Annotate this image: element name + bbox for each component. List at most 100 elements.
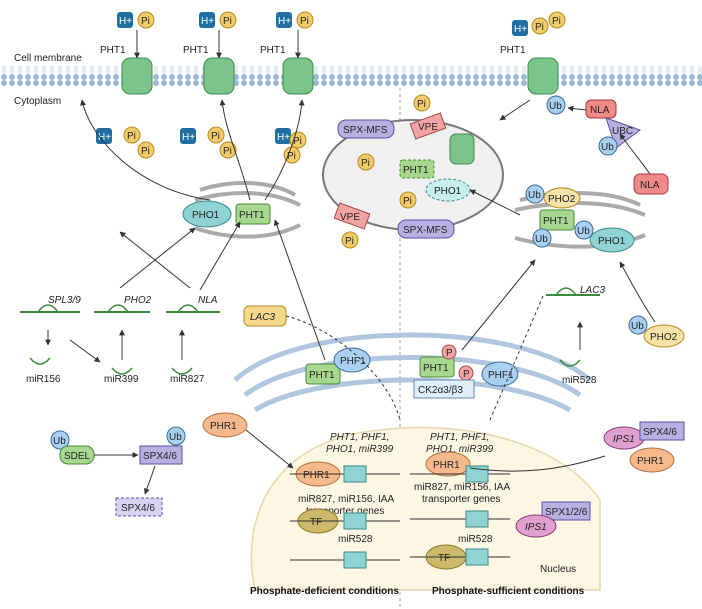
svg-text:CK2α3/β3: CK2α3/β3 <box>418 385 463 396</box>
svg-text:Pi: Pi <box>345 236 354 247</box>
pht1-vacuole: PHT1 <box>399 159 435 179</box>
mir528-left-label: miR528 <box>338 534 373 545</box>
pathway-arrows <box>45 30 656 495</box>
svg-text:IPS1: IPS1 <box>613 434 635 445</box>
ub-golgi-right-2: Ub <box>532 228 552 248</box>
svg-text:PHR1: PHR1 <box>210 421 237 432</box>
svg-text:H+: H+ <box>119 16 132 27</box>
proton-outside-3: H+ <box>276 12 292 28</box>
svg-text:UBC: UBC <box>612 126 633 137</box>
gene-box-right-3 <box>410 548 510 566</box>
svg-text:NLA: NLA <box>590 105 610 116</box>
svg-text:NLA: NLA <box>198 295 218 306</box>
svg-text:miR399: miR399 <box>104 374 139 385</box>
svg-text:P: P <box>463 369 470 380</box>
svg-text:PHT1: PHT1 <box>309 370 335 381</box>
svg-text:PHR1: PHR1 <box>637 456 664 467</box>
svg-text:PHF1: PHF1 <box>340 356 366 367</box>
phosphate-vac-bottom: Pi <box>341 231 359 249</box>
endoplasmic-reticulum <box>233 332 592 413</box>
svg-text:Pi: Pi <box>403 196 412 207</box>
ub-pht1-right: Ub <box>546 95 566 115</box>
proton-outside-4: H+ <box>512 20 528 36</box>
phosphate-inside-3: Pi <box>207 126 225 144</box>
svg-text:H+: H+ <box>278 16 291 27</box>
nla-transcript: NLA <box>166 295 220 313</box>
ub-pho2-right: Ub <box>628 315 648 335</box>
svg-text:H+: H+ <box>277 132 290 143</box>
svg-text:SPX-MFS: SPX-MFS <box>403 225 448 236</box>
phosphate-vac-top: Pi <box>413 94 431 112</box>
lac3-box: LAC3 <box>243 305 287 327</box>
svg-text:PHO1: PHO1 <box>434 186 462 197</box>
phf1-er-right: PHF1 <box>481 361 519 387</box>
svg-text:SDEL: SDEL <box>64 451 91 462</box>
svg-text:PHT1: PHT1 <box>423 363 449 374</box>
spx46-degraded: SPX4/6 <box>115 497 163 517</box>
pht1-label-2: PHT1 <box>183 45 209 56</box>
pht1-channel-1 <box>121 57 153 95</box>
genes2-left-line1: miR827, miR156, IAA <box>298 494 394 505</box>
svg-text:PHR1: PHR1 <box>433 460 460 471</box>
pht1-label-4: PHT1 <box>500 45 526 56</box>
phosphate-vac-low: Pi <box>399 191 417 209</box>
svg-text:SPL3/9: SPL3/9 <box>48 295 81 306</box>
svg-text:Pi: Pi <box>223 16 232 27</box>
svg-text:Ub: Ub <box>549 101 562 112</box>
pht1-channel-vacuole <box>449 133 475 165</box>
phosphate-inside-4: Pi <box>219 141 237 159</box>
pht1-channel-2 <box>203 57 235 95</box>
svg-text:miR827: miR827 <box>170 374 205 385</box>
svg-text:SPX4/6: SPX4/6 <box>143 451 177 462</box>
spl39-transcript: SPL3/9 <box>20 295 81 313</box>
nucleus-label: Nucleus <box>540 564 576 575</box>
svg-text:PHO2: PHO2 <box>548 194 576 205</box>
phr1-nucleus-right: PHR1 <box>425 451 471 477</box>
ips1-nucleus: IPS1 <box>515 514 557 538</box>
phosphate-outside-4: Pi <box>531 17 549 35</box>
svg-text:IPS1: IPS1 <box>525 522 547 533</box>
svg-text:SPX1/2/6: SPX1/2/6 <box>545 507 588 518</box>
svg-text:PHR1: PHR1 <box>303 470 330 481</box>
svg-text:miR528: miR528 <box>562 375 597 386</box>
proton-outside-1: H+ <box>117 12 133 28</box>
pho1-golgi-right: PHO1 <box>589 227 635 253</box>
phr1-cytoplasm-right: PHR1 <box>629 447 675 473</box>
nla-top: NLA <box>585 99 617 119</box>
vpe-bottom: VPE <box>333 202 371 230</box>
pht1-er-right: PHT1 <box>419 356 455 378</box>
pho2-golgi-right: PHO2 <box>543 187 581 209</box>
svg-text:VPE: VPE <box>418 122 438 133</box>
svg-text:Pi: Pi <box>417 99 426 110</box>
svg-text:PHO1: PHO1 <box>598 236 626 247</box>
svg-text:PHO1: PHO1 <box>192 210 220 221</box>
spx46-left: SPX4/6 <box>139 445 183 465</box>
svg-text:Ub: Ub <box>601 142 614 153</box>
pht1-golgi-right: PHT1 <box>539 209 575 231</box>
phosphate-inside-2: Pi <box>137 141 155 159</box>
vpe-top: VPE <box>409 112 447 140</box>
ub-sdel: Ub <box>50 430 70 450</box>
genes-left-line1: PHT1, PHF1, <box>330 432 389 443</box>
mir827-precursor: miR827 <box>170 367 205 385</box>
phosphate-outside-3: Pi <box>296 11 314 29</box>
phosphate-inside-1: Pi <box>123 126 141 144</box>
svg-text:Pi: Pi <box>535 22 544 33</box>
cytoplasm-label: Cytoplasm <box>14 96 61 107</box>
svg-text:PHF1: PHF1 <box>488 370 514 381</box>
svg-text:Pi: Pi <box>211 131 220 142</box>
pho1-vacuole: PHO1 <box>425 178 471 202</box>
svg-text:PHO2: PHO2 <box>124 295 152 306</box>
mir528-precursor: miR528 <box>559 359 597 386</box>
phosphate-outside-2: Pi <box>219 11 237 29</box>
spx126: SPX1/2/6 <box>541 501 591 521</box>
genes-right-line2: PHO1, miR399 <box>426 444 494 455</box>
svg-text:LAC3: LAC3 <box>580 285 605 296</box>
ub-spx46: Ub <box>166 426 186 446</box>
pht1-channel-3 <box>282 57 314 95</box>
condition-right-title: Phosphate-sufficient conditions <box>432 586 585 597</box>
phf1-er-left: PHF1 <box>333 347 371 373</box>
svg-text:NLA: NLA <box>640 180 660 191</box>
